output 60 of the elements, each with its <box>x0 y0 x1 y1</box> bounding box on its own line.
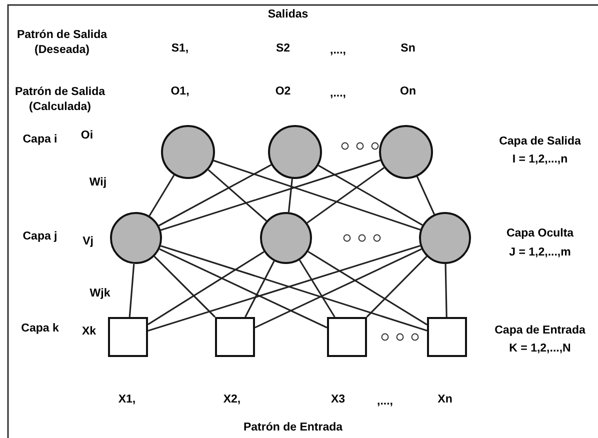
label-text: Sn <box>400 42 416 56</box>
connection-line <box>148 251 264 326</box>
label-text: Wij <box>89 176 107 190</box>
connection-line <box>298 260 336 318</box>
label-text: X3 <box>330 392 346 408</box>
neuron-circle <box>161 125 215 179</box>
label-text: Capa k <box>21 322 59 336</box>
connection-line <box>128 264 135 318</box>
label-text: K = 1,2,...,N <box>509 342 571 356</box>
neuron-circle <box>379 125 433 179</box>
label-text: Patrón de Salida (Deseada) <box>16 28 108 58</box>
label-text: ,..., <box>330 86 346 102</box>
connection-line <box>158 164 272 226</box>
connection-line <box>306 167 385 224</box>
label-text: Capa i <box>22 132 58 148</box>
label-text: Xk <box>82 324 96 340</box>
input-square <box>215 317 255 357</box>
label-text: O1, <box>170 84 190 100</box>
connection-line <box>148 174 175 216</box>
label-text: Capa Oculta <box>506 226 574 242</box>
label-text: Patrón de Salida (Calculada) <box>14 85 106 115</box>
label-text: Wjk <box>90 286 110 302</box>
connection-line <box>318 164 423 226</box>
label-text: Salidas <box>268 8 308 22</box>
neuron-circle <box>260 212 312 264</box>
connection-line <box>159 248 328 328</box>
connection-line <box>160 159 381 231</box>
label-text: ,..., <box>330 44 346 58</box>
connection-line <box>208 169 267 222</box>
label-text: I = 1,2,...,n <box>512 152 568 168</box>
input-square <box>427 317 467 357</box>
label-text: X2, <box>223 392 241 408</box>
label-text: Capa de Salida <box>499 134 581 150</box>
label-text: ,..., <box>377 394 393 410</box>
label-text: Oi <box>80 128 94 144</box>
input-square <box>108 317 148 357</box>
label-text: Capa j <box>22 230 58 244</box>
label-text: Patrón de Entrada <box>243 420 343 436</box>
connection-line <box>416 176 435 215</box>
label-text: S2 <box>276 42 290 56</box>
label-text: Capa de Entrada <box>494 324 586 338</box>
connection-line <box>444 264 448 318</box>
connection-line <box>213 160 421 230</box>
connection-line <box>308 250 428 326</box>
label-text: Xn <box>438 392 452 408</box>
connection-line <box>244 260 275 318</box>
connection-line <box>154 256 216 318</box>
connection-line <box>254 248 422 328</box>
connection-line <box>366 256 428 318</box>
connection-line <box>288 178 293 212</box>
label-text: O2 <box>275 84 291 100</box>
neuron-circle <box>268 125 322 179</box>
input-square <box>327 317 367 357</box>
neuron-circle <box>110 212 162 264</box>
label-text: On <box>400 84 416 100</box>
label-text: Vj <box>82 234 94 250</box>
label-text: J = 1,2,...,m <box>509 246 571 260</box>
neuron-circle <box>419 212 471 264</box>
label-text: S1, <box>171 42 189 56</box>
label-text: X1, <box>118 392 136 408</box>
